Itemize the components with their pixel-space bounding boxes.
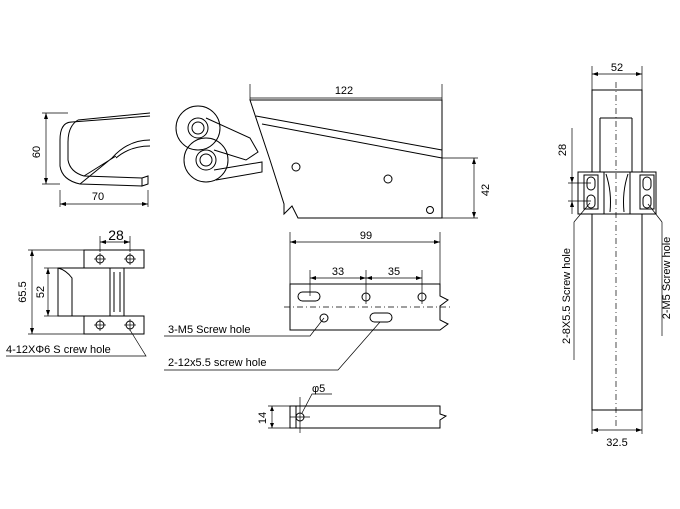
base-total-height-label: 65.5 <box>17 281 29 302</box>
strip-hole-dia-label: φ5 <box>312 383 325 395</box>
base-holes-label: 4-12XΦ6 S crew hole <box>6 344 111 356</box>
plate-length-label: 99 <box>360 230 372 242</box>
strip-height-label: 14 <box>257 412 269 424</box>
latch-body-view: 122 42 <box>175 84 492 219</box>
base-plate-view: 28 65.5 52 4-12XΦ6 S crew hole <box>6 227 147 357</box>
plate-m5-label: 3-M5 Screw hole <box>168 324 251 336</box>
mounting-plate-view: 99 33 35 3-M5 Screw hole 2-12x5.5 screw … <box>164 230 452 371</box>
hook-striker-view: 60 70 <box>31 112 151 207</box>
side-width-top-label: 52 <box>611 62 623 74</box>
base-pitch-label: 28 <box>108 227 124 243</box>
side-slot-pitch-label: 28 <box>557 144 569 156</box>
side-width-bottom-label: 32.5 <box>606 437 627 449</box>
side-m5-label: 2-M5 Screw hole <box>661 237 673 320</box>
hook-width-label: 70 <box>92 191 104 203</box>
hole-pitch-a-label: 33 <box>332 266 344 278</box>
side-slots-label: 2-8X5.5 Screw hole <box>561 248 573 344</box>
strip-view: φ5 14 <box>257 383 448 433</box>
body-length-label: 122 <box>335 85 353 97</box>
base-inner-height-label: 52 <box>35 286 47 298</box>
plate-slots-label: 2-12x5.5 screw hole <box>168 357 266 369</box>
hole-pitch-b-label: 35 <box>388 266 400 278</box>
body-height-label: 42 <box>480 184 492 196</box>
side-view: 52 28 2-8X5.5 Screw hole 2-M5 Screw hole… <box>557 62 673 449</box>
hook-height-label: 60 <box>31 146 43 158</box>
